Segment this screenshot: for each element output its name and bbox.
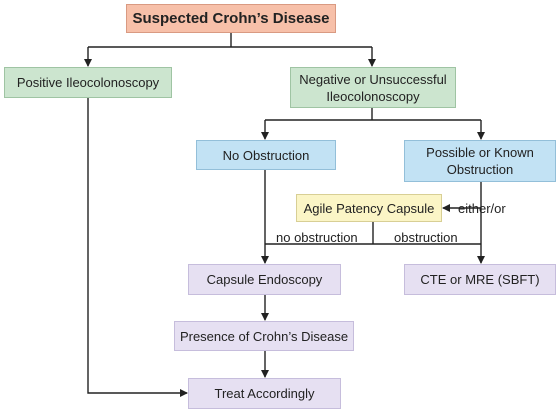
label-either-or: either/or — [458, 201, 506, 216]
node-treat-accordingly: Treat Accordingly — [188, 378, 341, 409]
node-cte-or-mre: CTE or MRE (SBFT) — [404, 264, 556, 295]
node-no-obstruction: No Obstruction — [196, 140, 336, 170]
node-negative-ileocolonoscopy: Negative or Unsuccessful Ileocolonoscopy — [290, 67, 456, 108]
node-suspected-crohns: Suspected Crohn’s Disease — [126, 4, 336, 33]
node-possible-obstruction: Possible or Known Obstruction — [404, 140, 556, 182]
node-agile-patency-capsule: Agile Patency Capsule — [296, 194, 442, 222]
node-presence-of-crohns: Presence of Crohn’s Disease — [174, 321, 354, 351]
label-obstruction: obstruction — [394, 230, 458, 245]
label-no-obstruction: no obstruction — [276, 230, 358, 245]
node-positive-ileocolonoscopy: Positive Ileocolonoscopy — [4, 67, 172, 98]
node-capsule-endoscopy: Capsule Endoscopy — [188, 264, 341, 295]
edge-positive-to-treat — [87, 98, 188, 397]
